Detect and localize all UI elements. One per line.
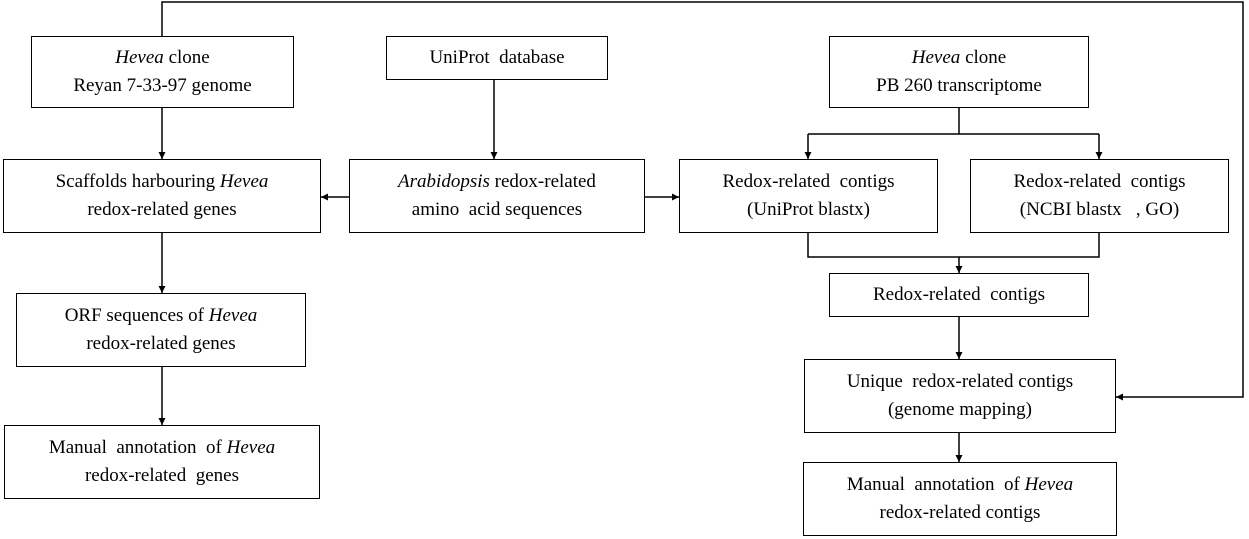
arabidopsis-line1: redox-related	[489, 171, 596, 192]
orf-line2: redox-related genes	[86, 333, 236, 354]
box-arabidopsis-sequences: Arabidopsis redox-related amino acid seq…	[349, 159, 645, 233]
manual-genes-line2: redox-related genes	[84, 465, 240, 486]
scaffolds-italic: Hevea	[219, 171, 269, 192]
box-manual-annotation-contigs: Manual annotation of Hevea redox-related…	[803, 462, 1117, 536]
arrow-genome-to-unique	[161, 1, 1244, 401]
genome-line1: clone	[163, 47, 210, 68]
line-transcriptome-split	[808, 108, 1099, 135]
orf-italic: Hevea	[208, 305, 258, 326]
box-redox-contigs: Redox-related contigs	[829, 273, 1089, 317]
line-merge	[807, 233, 1100, 258]
box-orf-sequences: ORF sequences of Hevea redox-related gen…	[16, 293, 306, 367]
box-contigs-uniprot-blastx: Redox-related contigs (UniProt blastx)	[679, 159, 938, 233]
contigs-ncbi-line1: Redox-related contigs	[1013, 171, 1186, 192]
contigs-uniprot-line2: (UniProt blastx)	[747, 199, 870, 220]
box-hevea-transcriptome: Hevea clone PB 260 transcriptome	[829, 36, 1089, 108]
genome-italic: Hevea	[115, 47, 164, 68]
contigs-uniprot-line1: Redox-related contigs	[722, 171, 895, 192]
box-contigs-ncbi-blastx: Redox-related contigs (NCBI blastx , GO)	[970, 159, 1229, 233]
manual-genes-line1: Manual annotation of	[48, 437, 227, 458]
uniprot-line1: UniProt database	[429, 47, 565, 68]
unique-line2: (genome mapping)	[887, 399, 1033, 420]
manual-genes-italic: Hevea	[226, 437, 276, 458]
box-uniprot-database: UniProt database	[386, 36, 608, 80]
manual-contigs-line2: redox-related contigs	[879, 502, 1041, 523]
box-manual-annotation-genes: Manual annotation of Hevea redox-related…	[4, 425, 320, 499]
transcriptome-line2: PB 260 transcriptome	[876, 75, 1042, 96]
box-unique-contigs: Unique redox-related contigs (genome map…	[804, 359, 1116, 433]
arabidopsis-line2: amino acid sequences	[411, 199, 583, 220]
manual-contigs-italic: Hevea	[1024, 474, 1074, 495]
transcriptome-italic: Hevea	[911, 47, 961, 68]
genome-line2: Reyan 7-33-97 genome	[73, 75, 252, 96]
unique-line1: Unique redox-related contigs	[846, 371, 1074, 392]
box-scaffolds: Scaffolds harbouring Hevea redox-related…	[3, 159, 321, 233]
scaffolds-line2: redox-related genes	[87, 199, 237, 220]
manual-contigs-line1: Manual annotation of	[846, 474, 1025, 495]
box-hevea-genome: Hevea clone Reyan 7-33-97 genome	[31, 36, 294, 108]
orf-line1: ORF sequences of	[64, 305, 209, 326]
contigs-ncbi-line2: (NCBI blastx , GO)	[1019, 199, 1180, 220]
scaffolds-line1: Scaffolds harbouring	[55, 171, 220, 192]
arabidopsis-italic: Arabidopsis	[398, 171, 490, 192]
transcriptome-line1: clone	[960, 47, 1007, 68]
contigs-merged-line1: Redox-related contigs	[872, 284, 1045, 305]
